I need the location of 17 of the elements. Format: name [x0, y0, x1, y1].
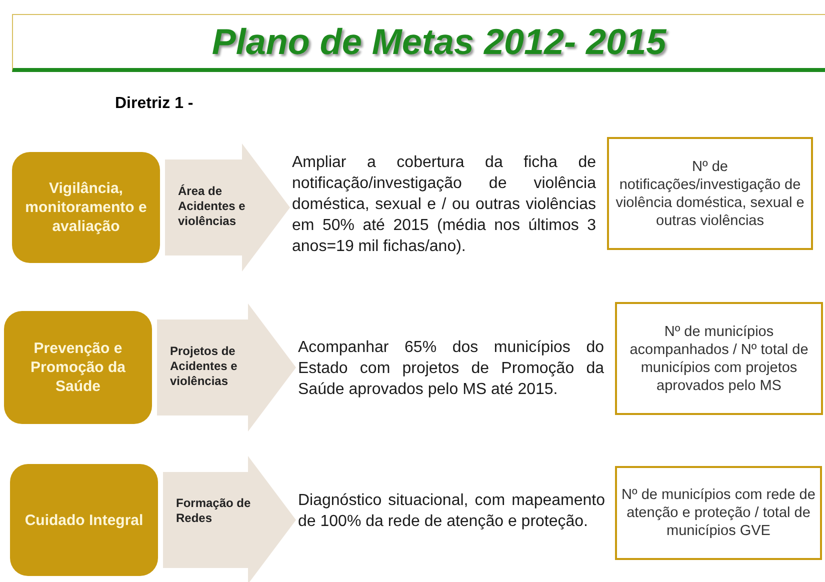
edge-label: Área de Acidentes e violências: [178, 184, 246, 228]
goal-text: Acompanhar 65% dos municípios do Estado com projetos de Promoção da Saúde aprovados pelo MS até 2015.: [298, 318, 604, 418]
indicator-box: Nº de municípios com rede de atenção e proteção / total de municípios GVE: [615, 466, 822, 560]
arrow: [163, 456, 296, 582]
goal-text: Ampliar a cobertura da ficha de notificação/investigação de violência doméstica, sexual e / ou outras violências em 50% até 2015 (média nos últimos 3 anos=19 mil fichas/ano).: [292, 133, 596, 275]
edge-label: Projetos de Acidentes e violências: [170, 344, 238, 388]
arrow: [157, 304, 296, 432]
section-heading: Diretriz 1 -: [115, 94, 194, 114]
category-box: Vigilância, monitoramento e avaliação: [12, 152, 160, 263]
edge-label: Formação de Redes: [176, 496, 252, 526]
goal-text: Diagnóstico situacional, com mapeamento de 100% da rede de atenção e proteção.: [298, 470, 605, 552]
category-box: Cuidado Integral: [10, 464, 158, 576]
indicator-box: Nº de notificações/investigação de violência doméstica, sexual e outras violências: [607, 137, 813, 250]
indicator-box: Nº de municípios acompanhados / Nº total de municípios com projetos aprovados pelo MS: [615, 302, 823, 415]
category-box: Prevenção e Promoção da Saúde: [4, 311, 152, 424]
arrow: [165, 144, 290, 272]
title: Plano de Metas 2012- 2015: [212, 20, 666, 64]
